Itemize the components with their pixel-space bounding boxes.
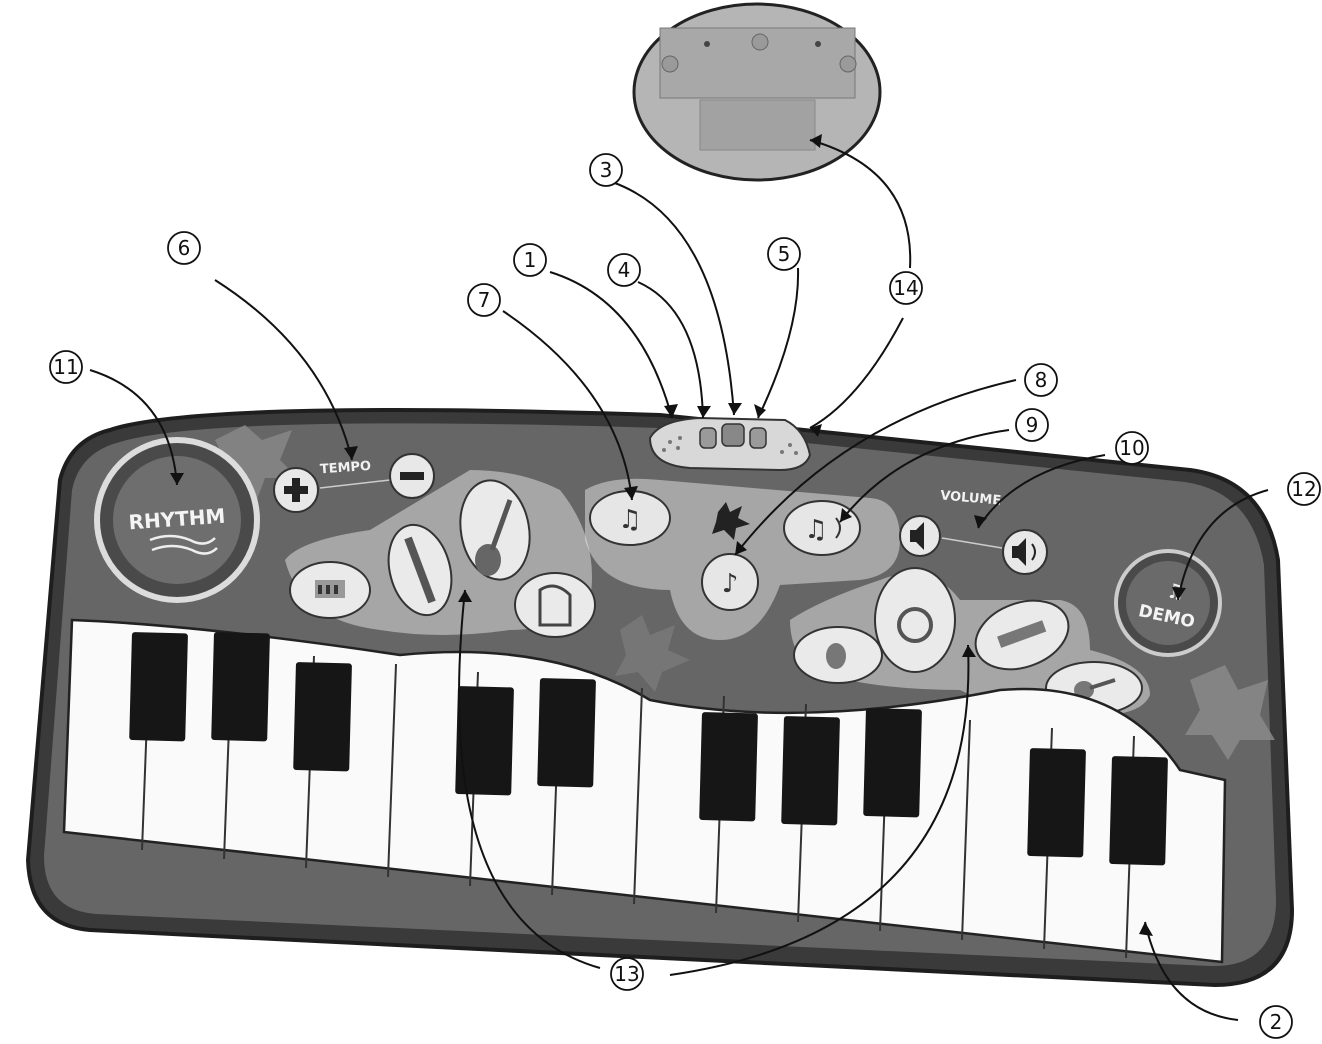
black-key[interactable] [1027, 748, 1086, 857]
callout-3: 3 [590, 154, 622, 186]
callout-2: 2 [1260, 1006, 1292, 1038]
callout-13: 13 [611, 958, 643, 990]
callout-11: 11 [50, 351, 82, 383]
callout-14: 14 [890, 272, 922, 304]
callout-4: 4 [608, 254, 640, 286]
black-key[interactable] [211, 632, 270, 741]
harp-instrument-button[interactable] [515, 573, 595, 637]
callout-number: 7 [478, 288, 491, 312]
callout-12: 12 [1288, 473, 1320, 505]
black-key[interactable] [537, 678, 596, 787]
callout-number: 10 [1119, 436, 1144, 460]
svg-text:♪: ♪ [722, 569, 739, 599]
callout-number: 13 [614, 962, 639, 986]
callout-number: 14 [893, 276, 918, 300]
volume-up-button[interactable] [1003, 530, 1047, 574]
black-key[interactable] [1109, 756, 1168, 865]
power-indicator-light-right [750, 428, 766, 448]
violin-instrument-button[interactable] [794, 627, 882, 683]
callout-number: 6 [178, 236, 191, 260]
power-switch[interactable] [722, 424, 744, 446]
callout-number: 11 [53, 355, 78, 379]
single-note-button[interactable]: ♪ [702, 554, 758, 610]
melody-button[interactable]: ♫ [590, 491, 670, 545]
black-key[interactable] [293, 662, 352, 771]
callout-8: 8 [1025, 364, 1057, 396]
svg-text:♫: ♫ [618, 505, 641, 535]
callout-1: 1 [514, 244, 546, 276]
volume-down-button[interactable] [900, 516, 940, 556]
tempo-plus-button[interactable] [274, 468, 318, 512]
callout-number: 2 [1270, 1010, 1283, 1034]
battery-compartment-inset [634, 4, 880, 180]
black-key[interactable] [863, 708, 922, 817]
black-key[interactable] [699, 712, 758, 821]
callout-7: 7 [468, 284, 500, 316]
callout-10: 10 [1116, 432, 1148, 464]
sound-effect-button[interactable]: ♫ [784, 501, 860, 555]
demo-button[interactable]: DEMO ♫ [1116, 551, 1220, 655]
callout-9: 9 [1016, 409, 1048, 441]
callout-number: 8 [1035, 368, 1048, 392]
piano-instrument-button[interactable] [290, 562, 370, 618]
trumpet-instrument-button[interactable] [875, 568, 955, 672]
svg-text:♫: ♫ [804, 515, 827, 545]
callout-number: 1 [524, 248, 537, 272]
callout-6: 6 [168, 232, 200, 264]
black-key[interactable] [129, 632, 188, 741]
callout-number: 3 [600, 158, 613, 182]
callout-number: 4 [618, 258, 631, 282]
black-key[interactable] [781, 716, 840, 825]
callout-5: 5 [768, 238, 800, 270]
tempo-minus-button[interactable] [390, 454, 434, 498]
callout-number: 12 [1291, 477, 1316, 501]
callout-number: 5 [778, 242, 791, 266]
power-indicator-light-left [700, 428, 716, 448]
callout-number: 9 [1026, 413, 1039, 437]
rhythm-button[interactable]: RHYTHM [97, 440, 257, 600]
